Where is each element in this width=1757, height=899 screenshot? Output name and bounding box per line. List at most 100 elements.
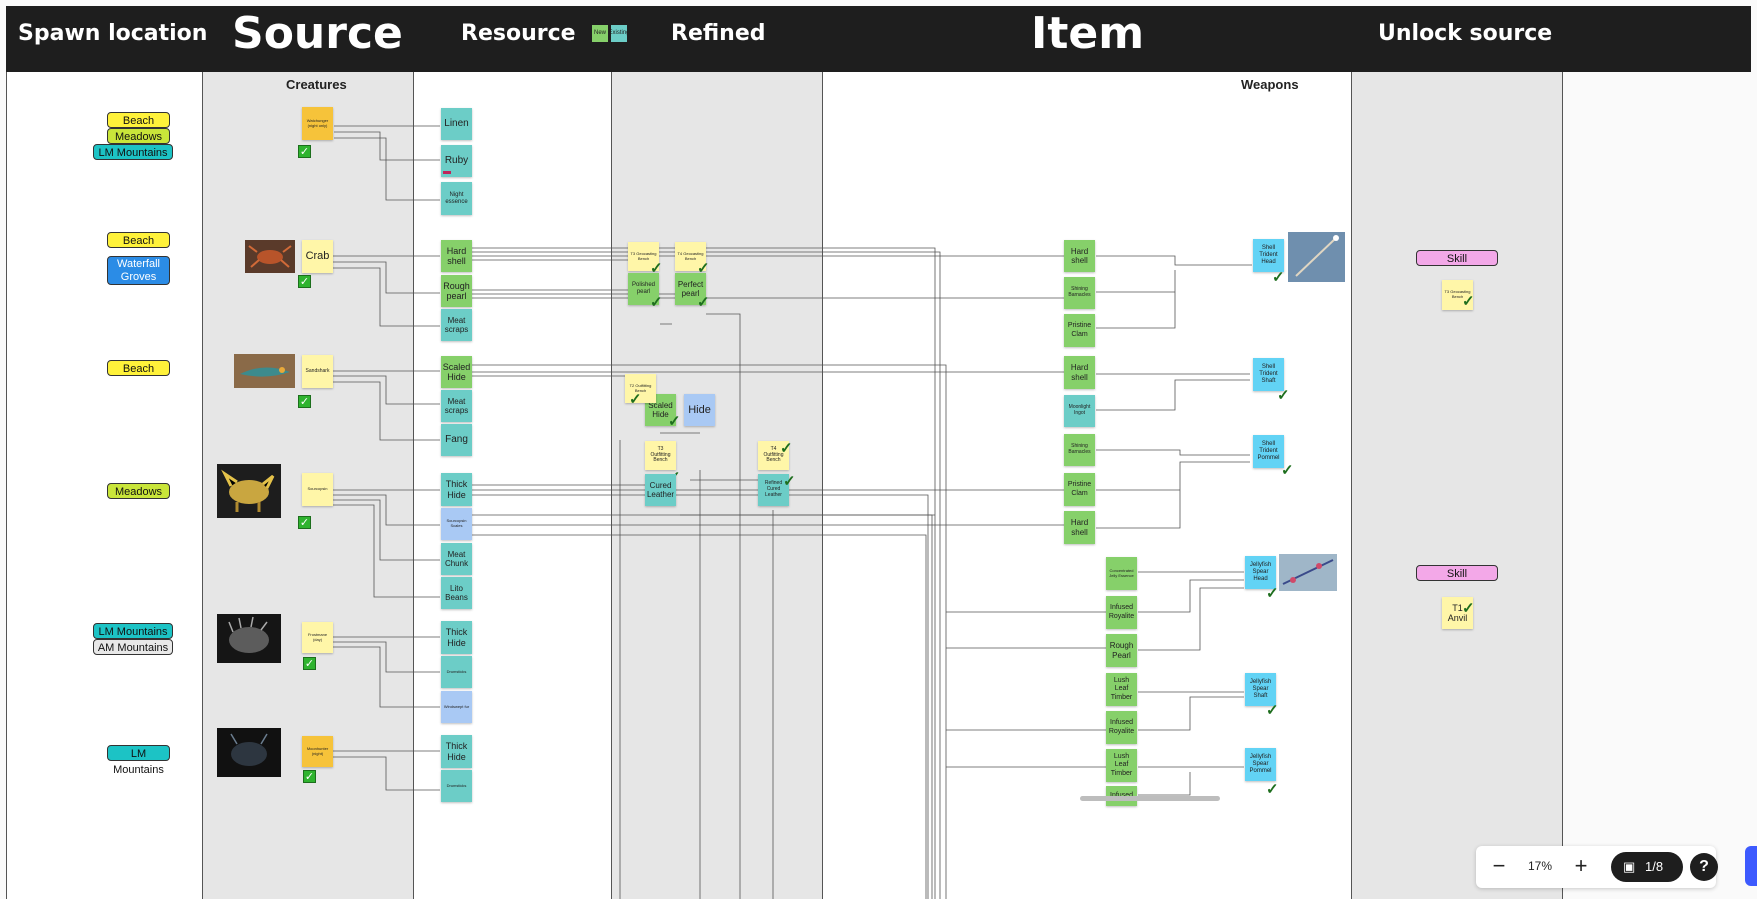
sandshark-image[interactable] <box>234 354 295 388</box>
side-panel-toggle[interactable] <box>1745 846 1757 886</box>
legend-new: New <box>592 25 608 42</box>
creature-note[interactable]: Sourcopsin <box>302 473 333 506</box>
check-icon: ✓ <box>298 275 311 288</box>
resource-note[interactable]: Thick Hide <box>441 621 472 654</box>
item-note[interactable]: Lush Leaf Timber <box>1106 673 1137 706</box>
check-icon: ✓ <box>1266 781 1279 798</box>
refined-note[interactable]: Perfect pearl <box>675 273 706 305</box>
spawn-tag[interactable]: LM Mountains <box>93 144 173 160</box>
refined-note[interactable]: Hide <box>684 394 715 426</box>
resource-note[interactable]: Meat Chunk <box>441 543 472 575</box>
item-note[interactable]: Hard shell <box>1064 511 1095 544</box>
spawn-tag[interactable]: Waterfall Groves <box>107 256 170 285</box>
check-icon: ✓ <box>629 391 642 408</box>
spawn-tag[interactable]: LM Mountains <box>107 745 170 776</box>
frostmane-image[interactable] <box>217 614 281 663</box>
help-button[interactable]: ? <box>1690 853 1718 881</box>
spawn-tag[interactable]: LM Mountains <box>93 623 173 639</box>
resource-note[interactable]: Drumsticks <box>441 770 472 802</box>
bench-note[interactable]: T3 Geocasting Bench <box>628 242 659 271</box>
resource-note[interactable]: Rough pearl <box>441 275 472 307</box>
resource-note[interactable]: Sourcopsin Scales <box>441 508 472 540</box>
creature-note[interactable]: Watchunger (night only) <box>302 107 333 140</box>
check-icon: ✓ <box>298 145 311 158</box>
resource-note[interactable]: Meat scraps <box>441 309 472 341</box>
spawn-tag[interactable]: Beach <box>107 360 170 376</box>
item-note[interactable]: Moonlight Ingot <box>1064 395 1095 427</box>
anvil-note[interactable]: T1 Anvil <box>1442 597 1473 629</box>
creature-note[interactable]: Moonhunter (night) <box>302 736 333 767</box>
resource-note[interactable]: Night essence <box>441 182 472 215</box>
item-note[interactable]: Rough Pearl <box>1106 634 1137 667</box>
creature-note[interactable]: Sandshark <box>302 355 333 388</box>
creature-note[interactable]: Frostmane (day) <box>302 622 333 653</box>
jellyfish-spear-image[interactable] <box>1279 554 1337 591</box>
spawn-tag[interactable]: Beach <box>107 112 170 128</box>
weapon-note[interactable]: Shell Trident Pommel <box>1253 435 1284 468</box>
unlock-column <box>1351 72 1563 899</box>
bench-note[interactable]: T2 Outfitting Bench <box>625 374 656 403</box>
bench-note[interactable]: T3 Geocasting Bench <box>1442 280 1473 310</box>
bench-note[interactable]: T3 Outfitting Bench <box>645 441 676 470</box>
item-note[interactable]: Shining Barnacles <box>1064 434 1095 466</box>
resource-note[interactable]: Ruby <box>441 145 472 177</box>
crab-image[interactable] <box>245 240 295 273</box>
weapon-note[interactable]: Shell Trident Shaft <box>1253 358 1284 391</box>
check-icon: ✓ <box>298 516 311 529</box>
spawn-tag[interactable]: AM Mountains <box>93 639 173 655</box>
check-icon: ✓ <box>298 395 311 408</box>
weapon-note[interactable]: Jellyfish Spear Shaft <box>1245 673 1276 706</box>
spawn-tag[interactable]: Meadows <box>107 483 170 499</box>
creature-note[interactable]: Crab <box>302 240 333 273</box>
check-icon: ✓ <box>697 294 710 311</box>
resource-note[interactable]: Linen <box>441 108 472 140</box>
zoom-in-button[interactable]: + <box>1574 853 1588 878</box>
shell-trident-image[interactable] <box>1288 232 1345 282</box>
horizontal-scrollbar[interactable] <box>1080 796 1220 801</box>
resource-note[interactable]: Thick Hide <box>441 735 472 768</box>
item-note[interactable]: Infused Royalite <box>1106 711 1137 744</box>
resource-note[interactable]: Hard shell <box>441 240 472 272</box>
item-note[interactable]: Lush Leaf Timber <box>1106 749 1137 782</box>
resource-note[interactable]: Drumsticks <box>441 656 472 688</box>
resource-note[interactable]: Scaled Hide <box>441 356 472 388</box>
item-note[interactable]: Pristine Clam <box>1064 473 1095 506</box>
check-icon: ✓ <box>668 413 681 430</box>
item-note[interactable]: Concentrated Jelly Essence <box>1106 557 1137 590</box>
resource-note[interactable]: Thick Hide <box>441 473 472 506</box>
skill-tag[interactable]: Skill <box>1416 250 1498 266</box>
bench-note[interactable]: T4 Outfitting Bench <box>758 441 789 470</box>
weapon-note[interactable]: Jellyfish Spear Head <box>1245 556 1276 589</box>
refined-note[interactable]: Refined Cured Leather <box>758 474 789 506</box>
item-note[interactable]: Shining Barnacles <box>1064 277 1095 309</box>
check-icon: ✓ <box>1272 269 1285 286</box>
resource-note[interactable]: Fang <box>441 424 472 456</box>
resource-note[interactable]: Lito Beans <box>441 577 472 609</box>
spawn-column <box>6 72 203 899</box>
refined-note[interactable]: Polished pearl <box>628 273 659 305</box>
bench-note[interactable]: T4 Geocasting Bench <box>675 242 706 271</box>
resource-note[interactable]: Windswept fur <box>441 691 472 723</box>
frames-button[interactable]: ▣ 1/8 <box>1611 852 1683 882</box>
check-icon: ✓ <box>650 294 663 311</box>
refined-note[interactable]: Cured Leather <box>645 474 676 506</box>
resource-title: Resource <box>461 21 576 46</box>
weapon-note[interactable]: Jellyfish Spear Pommel <box>1245 748 1276 781</box>
sourcopsin-image[interactable] <box>217 464 281 518</box>
zoom-out-button[interactable]: − <box>1492 853 1506 878</box>
item-note[interactable]: Hard shell <box>1064 356 1095 389</box>
item-note[interactable]: Infused Royalite <box>1106 596 1137 629</box>
spawn-tag[interactable]: Beach <box>107 232 170 248</box>
skill-tag[interactable]: Skill <box>1416 565 1498 581</box>
moonhunter-image[interactable] <box>217 728 281 777</box>
resource-note[interactable]: Meat scraps <box>441 390 472 422</box>
spawn-tag[interactable]: Meadows <box>107 128 170 144</box>
header-bar: Spawn location Source Resource New Exist… <box>6 6 1751 72</box>
zoom-level[interactable]: 17% <box>1527 859 1553 873</box>
check-icon: ✓ <box>1281 462 1294 479</box>
check-icon: ✓ <box>1462 600 1475 617</box>
weapon-note[interactable]: Shell Trident Head <box>1253 239 1284 272</box>
item-note[interactable]: Hard shell <box>1064 240 1095 272</box>
item-note[interactable]: Pristine Clam <box>1064 314 1095 347</box>
